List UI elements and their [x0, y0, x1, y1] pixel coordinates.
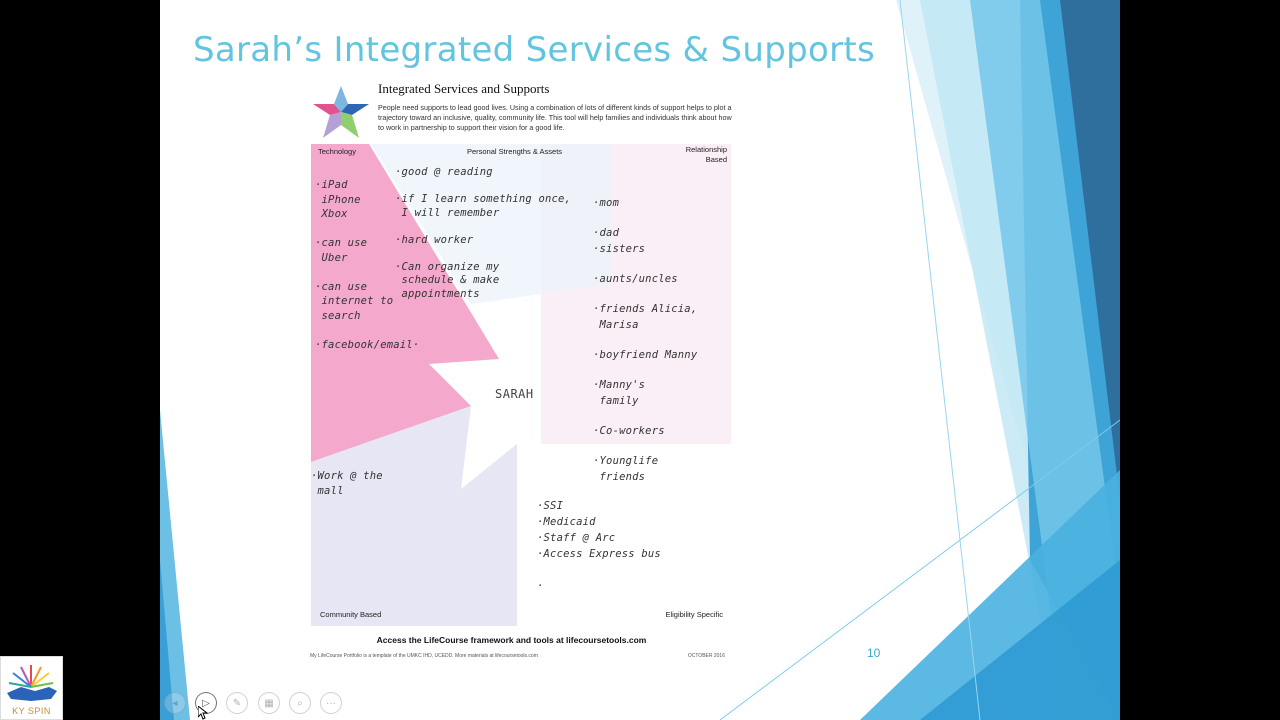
- slide-title: Sarah’s Integrated Services & Supports: [193, 30, 875, 70]
- worksheet-description: People need supports to lead good lives.…: [378, 103, 732, 132]
- quadrant-label-relationship: Relationship Based: [685, 145, 727, 164]
- brand-name: KY SPIN: [12, 706, 51, 716]
- cursor-icon: [198, 706, 208, 720]
- notes-technology: ·iPad iPhone Xbox ·can use Uber ·can use…: [315, 179, 420, 351]
- slides-button[interactable]: ▦: [258, 692, 280, 714]
- quadrant-label-technology: Technology: [318, 147, 356, 156]
- notes-personal: ·good @ reading ·if I learn something on…: [395, 166, 572, 300]
- quadrant-label-eligibility: Eligibility Specific: [665, 610, 723, 619]
- previous-button[interactable]: ◂: [164, 692, 186, 714]
- worksheet: Integrated Services and Supports People …: [283, 72, 740, 668]
- worksheet-footer-small: My LifeCourse Portfolio is a template of…: [310, 653, 538, 659]
- center-name: SARAH: [495, 387, 534, 401]
- star-logo-icon: [313, 86, 369, 138]
- worksheet-heading: Integrated Services and Supports: [378, 81, 550, 96]
- pen-button[interactable]: ✎: [226, 692, 248, 714]
- worksheet-grid: Technology Personal Strengths & Assets R…: [311, 144, 731, 626]
- zoom-button[interactable]: ⌕: [289, 692, 311, 714]
- notes-community: ·Work @ the mall: [311, 470, 383, 497]
- kyspin-logo: KY SPIN: [0, 656, 63, 720]
- notes-relationship: ·mom ·dad ·sisters ·aunts/uncles ·friend…: [593, 197, 698, 483]
- worksheet-date: OCTOBER 2016: [687, 653, 725, 659]
- more-button[interactable]: ···: [320, 692, 342, 714]
- worksheet-footer: Access the LifeCourse framework and tool…: [376, 635, 647, 645]
- quadrant-label-community: Community Based: [320, 610, 382, 619]
- quadrant-label-personal: Personal Strengths & Assets: [467, 147, 563, 156]
- kyspin-logo-icon: [7, 665, 57, 701]
- quadrant-background: [311, 144, 731, 626]
- notes-eligibility: ·SSI ·Medicaid ·Staff @ Arc ·Access Expr…: [537, 500, 661, 592]
- slide-number: 10: [867, 646, 881, 660]
- slide-decoration-right: [160, 0, 1120, 720]
- slide: Sarah’s Integrated Services & Supports I…: [160, 0, 1120, 720]
